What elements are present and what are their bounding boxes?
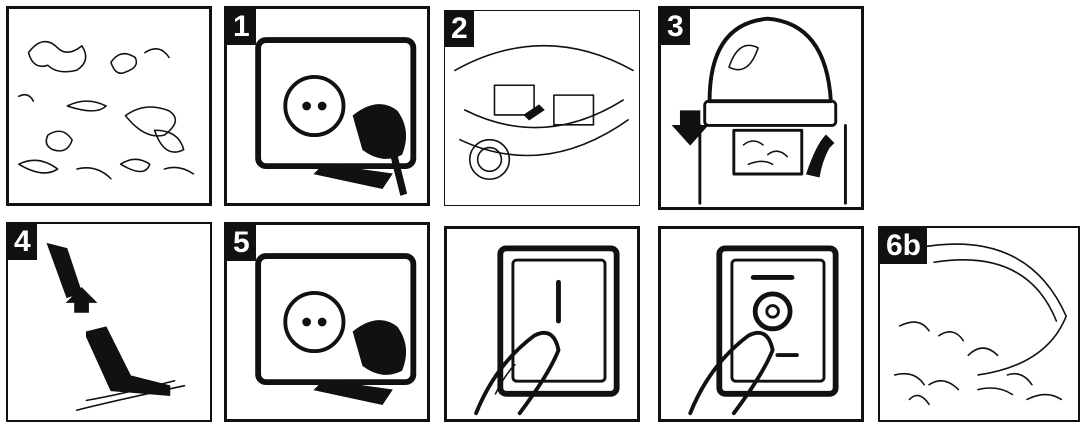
panel-step-5: 5	[224, 222, 430, 422]
switch-off-illustration	[688, 245, 839, 416]
panel-step-3: 3	[658, 6, 864, 210]
hose-attach-illustration	[46, 242, 186, 411]
panel-step-6a	[444, 226, 640, 422]
socket-unplug-illustration	[255, 37, 417, 196]
socket-plug-illustration	[255, 253, 417, 405]
step-number-5: 5	[227, 225, 256, 261]
step-number-2: 2	[445, 11, 474, 47]
step-number-1: 1	[227, 9, 256, 45]
filter-removal-illustration	[671, 16, 847, 205]
debris-illustration	[18, 40, 195, 180]
switch-on-illustration	[474, 245, 620, 416]
panel-step-6b	[658, 226, 864, 422]
step-number-7: 6b	[880, 228, 928, 264]
step-number-4: 4	[8, 224, 37, 260]
panel-step-2: 2	[444, 10, 640, 206]
empty-container-illustration	[893, 243, 1067, 406]
panel-debris	[6, 6, 212, 206]
step-number-3: 3	[661, 9, 690, 45]
container-interior-illustration	[454, 44, 634, 181]
panel-step-1: 1	[224, 6, 430, 206]
panel-step-7: 6b	[878, 226, 1080, 422]
panel-step-4: 4	[6, 222, 212, 422]
